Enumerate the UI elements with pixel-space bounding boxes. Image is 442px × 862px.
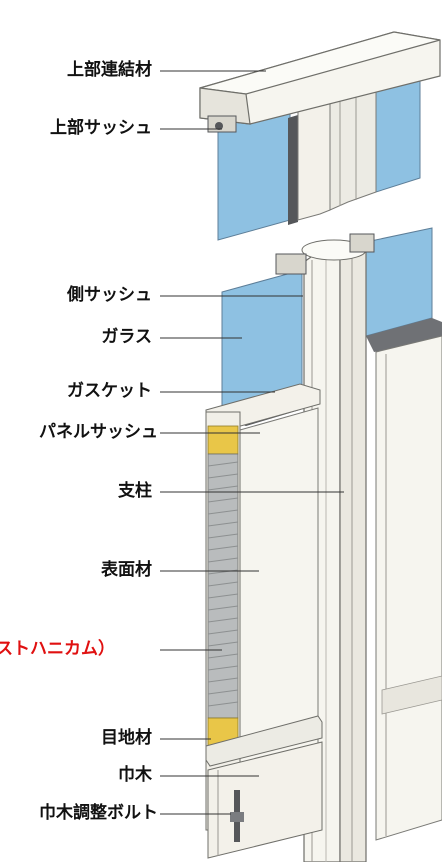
right-glass (365, 227, 433, 337)
right-panel (375, 335, 442, 841)
label-core: ストハニカム） (0, 639, 115, 659)
main-panel-assembly (205, 227, 442, 862)
label-gasket: ガスケット (67, 381, 152, 401)
label-surface: 表面材 (101, 560, 152, 580)
label-top-sash: 上部サッシュ (50, 118, 152, 138)
filler-top (207, 425, 239, 455)
label-joint: 目地材 (101, 728, 152, 748)
label-panel-sash: パネルサッシュ (39, 422, 158, 442)
top-assembly (199, 31, 441, 241)
label-side-sash: 側サッシュ (67, 285, 152, 305)
joint-strip (205, 715, 323, 767)
leader-lines (160, 70, 344, 815)
label-column: 支柱 (118, 481, 152, 501)
label-top-connector: 上部連結材 (67, 60, 152, 80)
label-baseboard-bolt: 巾木調整ボルト (39, 803, 158, 823)
label-baseboard: 巾木 (118, 765, 152, 785)
label-glass: ガラス (101, 327, 152, 347)
